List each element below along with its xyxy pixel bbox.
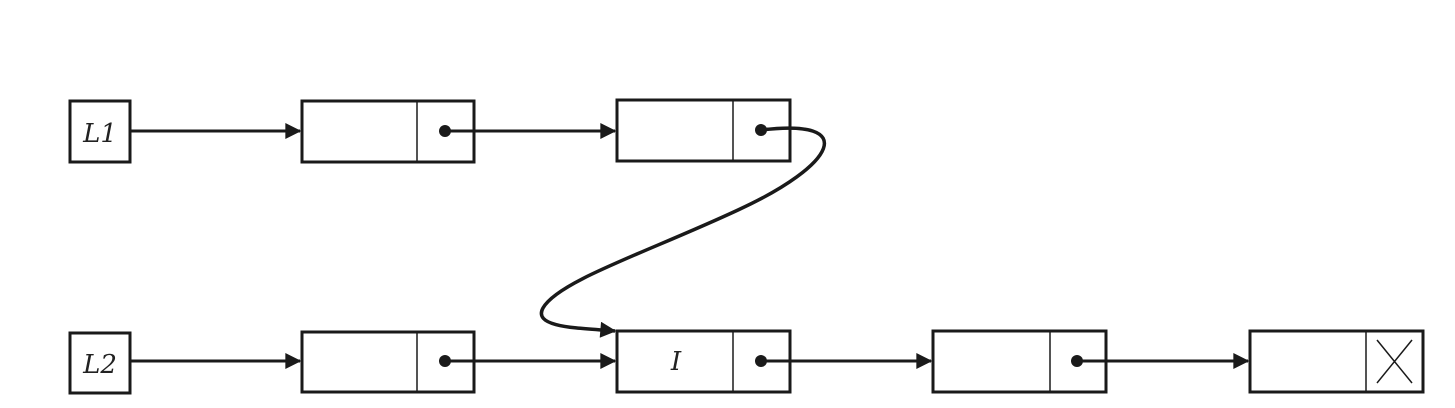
arrow-curve-to-intersection <box>539 126 826 338</box>
intersection-node-label: I <box>670 347 682 377</box>
list-l1: L1 <box>68 98 826 338</box>
null-x-icon <box>1376 339 1413 384</box>
head-box-l1: L1 <box>68 99 132 164</box>
tail-node <box>1248 329 1425 394</box>
head-box-l2: L2 <box>68 331 132 395</box>
list-l2: L2 I <box>68 329 1425 395</box>
head-label-l1: L1 <box>82 119 117 149</box>
head-label-l2: L2 <box>82 350 117 380</box>
